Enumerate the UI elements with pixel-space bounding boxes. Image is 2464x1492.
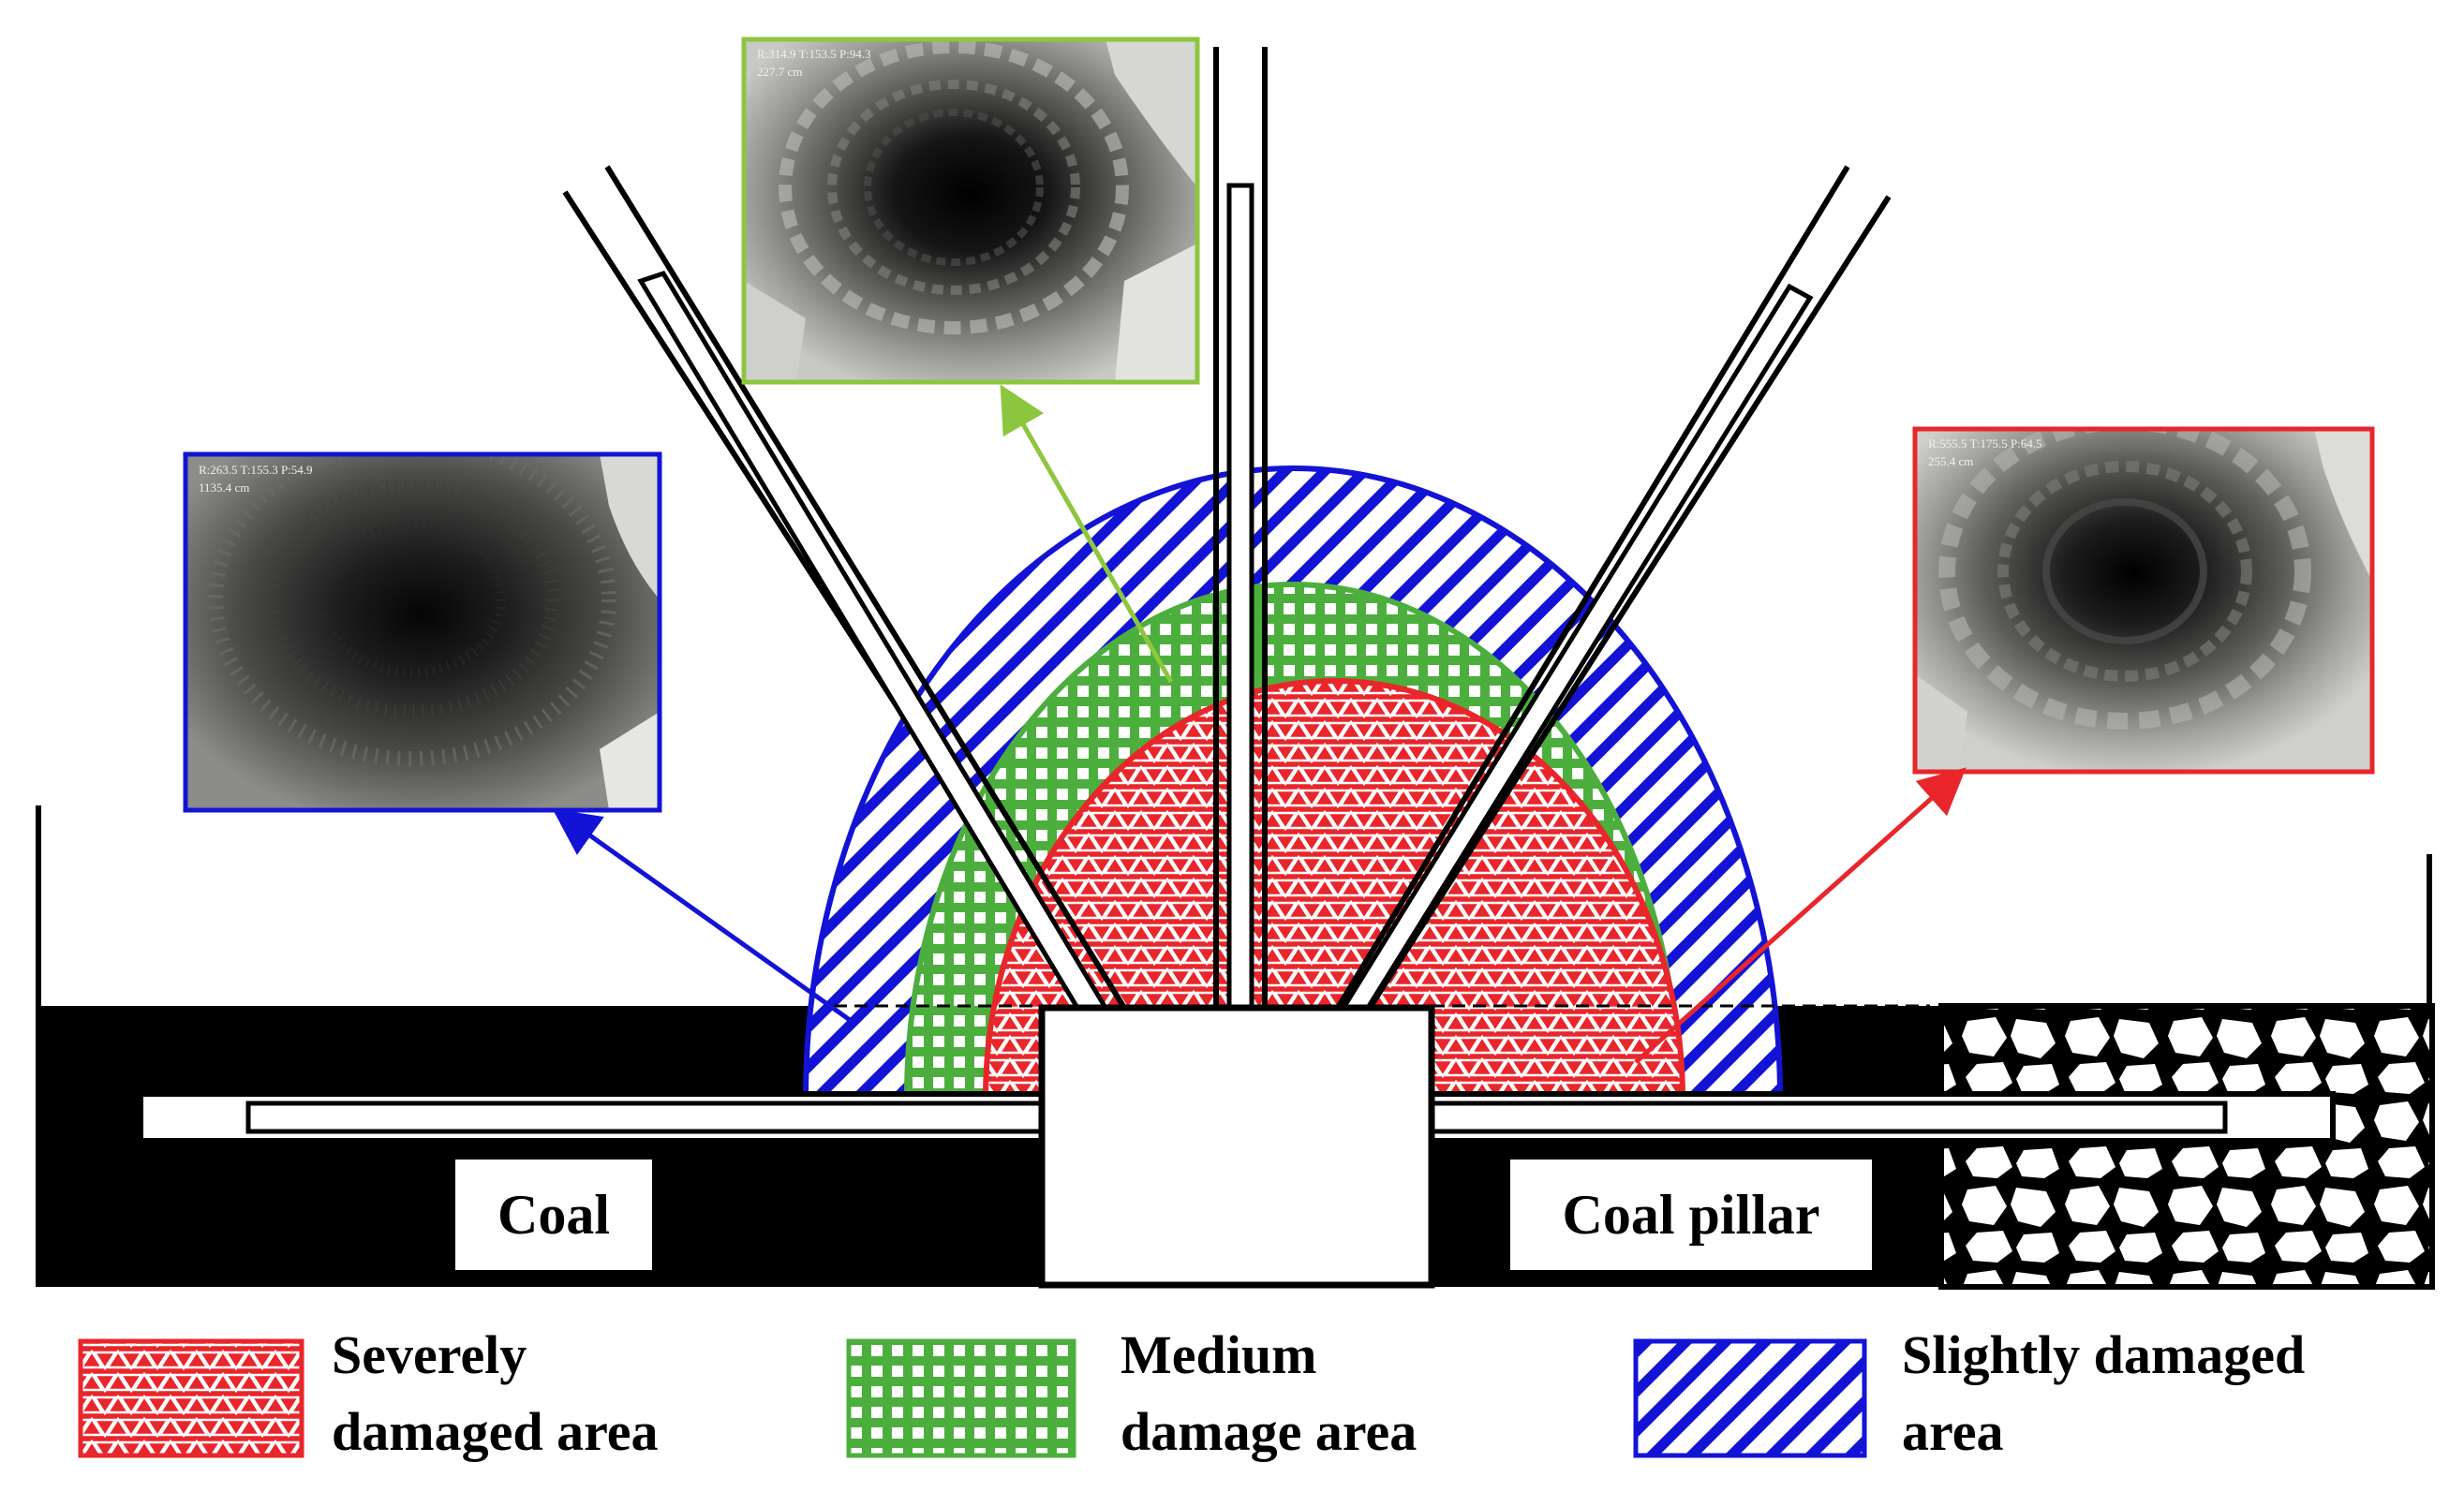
arrow-slight-to-image: [552, 808, 858, 1027]
legend: Severely damaged area Medium damage area…: [78, 1324, 2305, 1462]
svg-text:Slightly damaged: Slightly damaged: [1902, 1324, 2305, 1385]
caved-rubble-zone: [1941, 1006, 2432, 1287]
arrow-severe-to-image: [1634, 767, 1967, 1064]
borehole-image-slight: R:263.5 T:155.3 P:54.9 1135.4 cm: [183, 451, 662, 813]
legend-swatch-medium: [846, 1338, 1076, 1458]
svg-text:R:263.5 T:155.3 P:54.9: R:263.5 T:155.3 P:54.9: [199, 463, 313, 477]
svg-text:227.7 cm: 227.7 cm: [757, 65, 802, 79]
borehole-image-medium: R:314.9 T:153.5 P:94.3 227.7 cm: [741, 37, 1200, 385]
svg-text:damaged area: damaged area: [332, 1401, 659, 1462]
legend-item-severe: Severely damaged area: [78, 1324, 659, 1462]
svg-text:R:555.5 T:175.5 P:64.5: R:555.5 T:175.5 P:64.5: [1928, 436, 2042, 451]
image-frame-green: [741, 37, 1200, 385]
image-frame-blue: [183, 451, 662, 813]
roadway: [138, 1004, 2336, 1289]
image-frame-red: [1912, 426, 2375, 775]
legend-item-medium: Medium damage area: [846, 1324, 1417, 1462]
svg-text:Coal: Coal: [497, 1184, 610, 1246]
svg-text:area: area: [1902, 1401, 2003, 1462]
legend-swatch-severe: [78, 1338, 304, 1458]
left-wall-line: [36, 805, 41, 1006]
svg-text:Medium: Medium: [1121, 1324, 1316, 1385]
coal-label: Coal: [455, 1160, 652, 1270]
svg-text:255.4 cm: 255.4 cm: [1928, 454, 1973, 468]
coal-pillar-label: Coal pillar: [1510, 1160, 1872, 1270]
borehole-vertical: [1213, 47, 1268, 1011]
svg-text:Severely: Severely: [332, 1324, 527, 1385]
legend-swatch-slight: [1633, 1338, 1867, 1458]
boreholes: [562, 47, 1892, 1011]
arrow-medium-to-image: [1000, 384, 1174, 684]
svg-text:R:314.9 T:153.5 P:94.3: R:314.9 T:153.5 P:94.3: [757, 47, 871, 61]
svg-text:damage area: damage area: [1121, 1401, 1417, 1462]
svg-text:Coal pillar: Coal pillar: [1562, 1184, 1819, 1246]
right-wall-line: [2427, 854, 2432, 1006]
borehole-image-severe: R:555.5 T:175.5 P:64.5 255.4 cm: [1912, 426, 2375, 775]
svg-text:1135.4 cm: 1135.4 cm: [199, 480, 249, 495]
roadway-opening: [1038, 1004, 1435, 1289]
legend-item-slight: Slightly damaged area: [1633, 1324, 2305, 1462]
